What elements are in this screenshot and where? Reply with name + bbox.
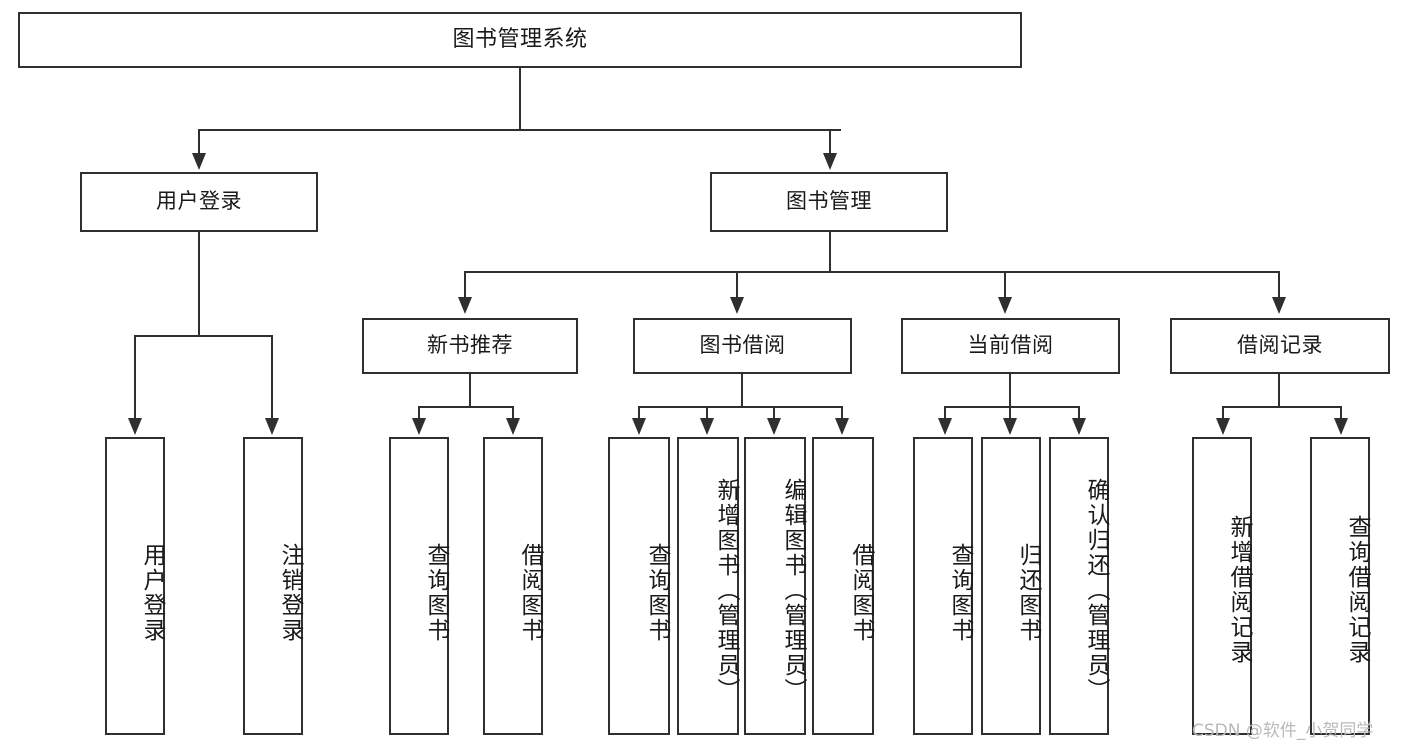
connector-root-to-book-manage [829,129,831,155]
arrow-down-icon [192,153,206,170]
connector-cb-child-3 [1078,406,1080,419]
node-borrow-record[interactable]: 借阅记录 [1170,318,1390,374]
node-leaf-edit-book[interactable]: 编辑图书（管理员） [744,437,806,735]
arrow-down-icon [458,297,472,314]
arrow-down-icon [700,418,714,435]
connector-user-login-stem [198,232,200,336]
connector-bm-child-2 [736,271,738,298]
arrow-down-icon [128,418,142,435]
node-book-manage[interactable]: 图书管理 [710,172,948,232]
connector-bb-child-4 [841,406,843,419]
connector-bm-child-3 [1004,271,1006,298]
connector-nb-child-1 [418,406,420,419]
connector-new-book-bar [418,406,514,408]
connector-book-borrow-bar [638,406,843,408]
arrow-down-icon [835,418,849,435]
connector-root-stem [519,68,521,130]
arrow-down-icon [767,418,781,435]
connector-user-login-child-1 [134,335,136,419]
connector-user-login-child-2 [271,335,273,419]
connector-new-book-stem [469,374,471,407]
connector-current-borrow-bar [944,406,1080,408]
node-leaf-confirm-return[interactable]: 确认归还（管理员） [1049,437,1109,735]
arrow-down-icon [265,418,279,435]
arrow-down-icon [823,153,837,170]
node-user-login[interactable]: 用户登录 [80,172,318,232]
connector-nb-child-2 [512,406,514,419]
arrow-down-icon [1272,297,1286,314]
csdn-watermark: CSDN @软件_小贺同学 [1192,721,1374,741]
connector-current-borrow-stem [1009,374,1011,407]
connector-bm-child-4 [1278,271,1280,298]
node-book-borrow[interactable]: 图书借阅 [633,318,852,374]
connector-bb-child-1 [638,406,640,419]
arrow-down-icon [1003,418,1017,435]
node-leaf-add-record[interactable]: 新增借阅记录 [1192,437,1252,735]
node-leaf-user-login[interactable]: 用户登录 [105,437,165,735]
connector-br-child-2 [1340,406,1342,419]
node-leaf-return-book[interactable]: 归还图书 [981,437,1041,735]
node-leaf-query-book-current[interactable]: 查询图书 [913,437,973,735]
node-current-borrow[interactable]: 当前借阅 [901,318,1120,374]
connector-book-manage-bar [464,271,1280,273]
connector-borrow-record-bar [1222,406,1342,408]
node-leaf-query-book-borrow[interactable]: 查询图书 [608,437,670,735]
connector-cb-child-2 [1009,406,1011,419]
node-leaf-borrow-book[interactable]: 借阅图书 [812,437,874,735]
node-new-book-recommend[interactable]: 新书推荐 [362,318,578,374]
connector-user-login-bar [134,335,272,337]
node-leaf-add-book[interactable]: 新增图书（管理员） [677,437,739,735]
connector-bm-child-1 [464,271,466,298]
connector-root-to-user-login [198,129,200,155]
arrow-down-icon [730,297,744,314]
connector-bb-child-3 [773,406,775,419]
node-leaf-user-logout[interactable]: 注销登录 [243,437,303,735]
connector-borrow-record-stem [1278,374,1280,407]
connector-book-borrow-stem [741,374,743,407]
connector-br-child-1 [1222,406,1224,419]
arrow-down-icon [506,418,520,435]
node-leaf-query-record[interactable]: 查询借阅记录 [1310,437,1370,735]
arrow-down-icon [412,418,426,435]
arrow-down-icon [1072,418,1086,435]
arrow-down-icon [938,418,952,435]
arrow-down-icon [1216,418,1230,435]
connector-cb-child-1 [944,406,946,419]
connector-root-bar [198,129,841,131]
connector-bb-child-2 [706,406,708,419]
node-leaf-borrow-book-new[interactable]: 借阅图书 [483,437,543,735]
arrow-down-icon [632,418,646,435]
node-root-system[interactable]: 图书管理系统 [18,12,1022,68]
arrow-down-icon [1334,418,1348,435]
node-leaf-query-book-new[interactable]: 查询图书 [389,437,449,735]
connector-book-manage-stem [829,232,831,272]
arrow-down-icon [998,297,1012,314]
